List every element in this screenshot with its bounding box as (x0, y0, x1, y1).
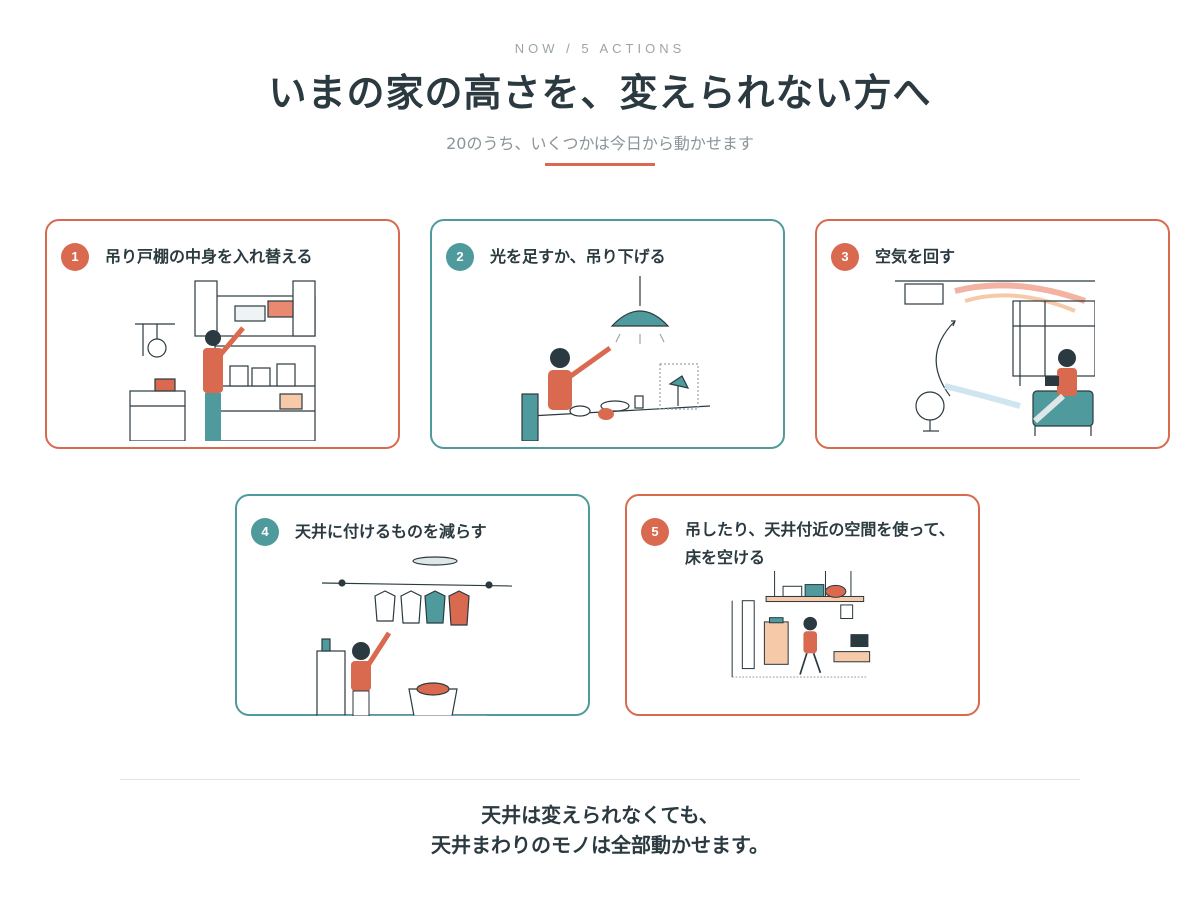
closing-line-1: 天井は変えられなくても、 (481, 803, 719, 827)
action-card-1: 1 吊り戸棚の中身を入れ替える (45, 219, 400, 449)
action-number-badge: 1 (61, 243, 89, 271)
action-label: 吊したり、天井付近の空間を使って、 床を空ける (685, 516, 964, 572)
page-title: いまの家の高さを、変えられない方へ (268, 71, 932, 115)
kitchen-cabinet-illustration (129, 280, 316, 441)
air-circulation-illustration (895, 280, 1095, 436)
action-label: 光を足すか、吊り下げる (490, 247, 666, 266)
closing-message: 天井は変えられなくても、 天井まわりのモノは全部動かせます。 (0, 800, 1200, 860)
action-number-badge: 3 (831, 243, 859, 271)
ceiling-storage-room-illustration (731, 571, 871, 678)
action-number-badge: 5 (641, 518, 669, 546)
action-label: 天井に付けるものを減らす (295, 522, 487, 541)
accent-rule (545, 163, 655, 166)
footer-divider (120, 779, 1080, 780)
action-label: 吊り戸棚の中身を入れ替える (105, 247, 313, 266)
subtitle: 20のうち、いくつかは今日から動かせます (446, 134, 754, 153)
closing-line-2: 天井まわりのモノは全部動かせます。 (431, 833, 769, 857)
action-card-4: 4 天井に付けるものを減らす (235, 494, 590, 716)
action-number-badge: 2 (446, 243, 474, 271)
action-label: 空気を回す (875, 247, 956, 266)
action-label-line-2: 床を空ける (685, 548, 766, 567)
eyebrow: NOW / 5 ACTIONS (514, 41, 686, 56)
action-card-2: 2 光を足すか、吊り下げる (430, 219, 785, 449)
action-label-line-1: 吊したり、天井付近の空間を使って、 (685, 520, 955, 539)
action-card-3: 3 空気を回す (815, 219, 1170, 449)
action-number-badge: 4 (251, 518, 279, 546)
ceiling-drying-rack-illustration (316, 556, 513, 716)
pendant-light-dining-illustration (521, 276, 710, 441)
action-card-5: 5 吊したり、天井付近の空間を使って、 床を空ける (625, 494, 980, 716)
